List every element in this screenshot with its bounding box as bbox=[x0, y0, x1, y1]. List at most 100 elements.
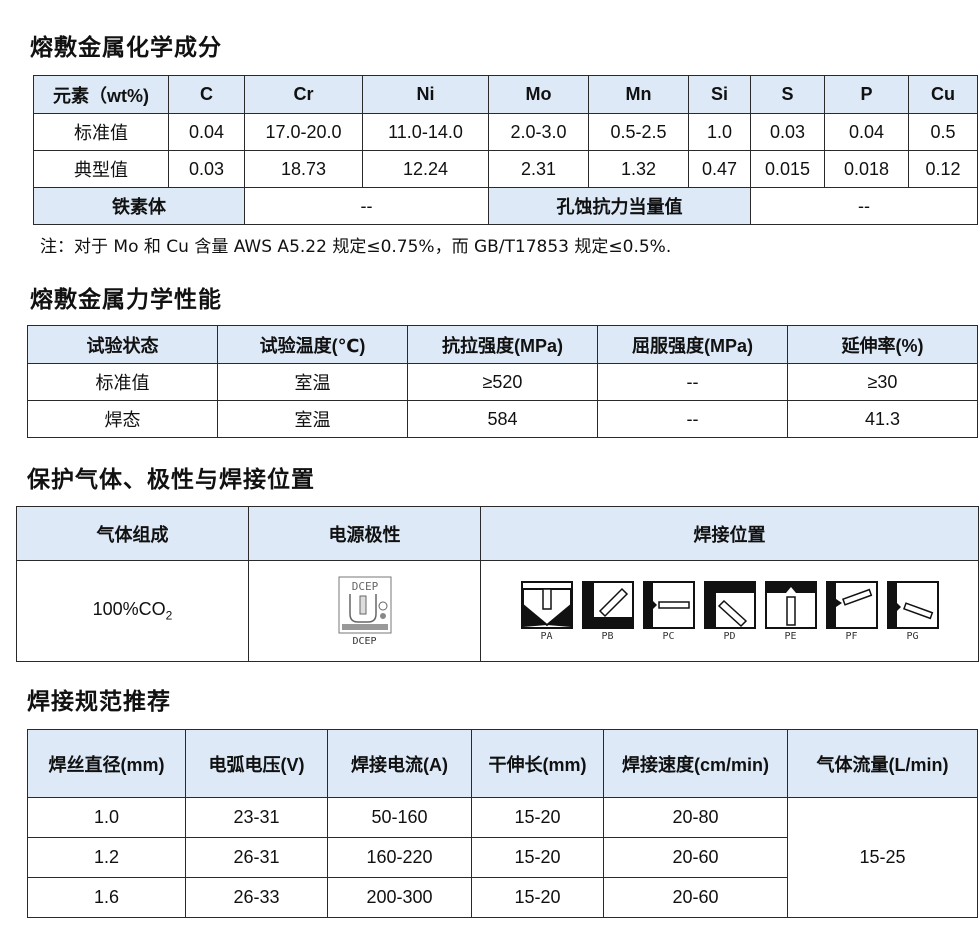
table-cell: 15-20 bbox=[471, 877, 604, 918]
position-pa-icon bbox=[520, 580, 573, 629]
table-cell: 15-20 bbox=[471, 797, 604, 838]
table-cell: 20-60 bbox=[603, 837, 788, 878]
composition-header-row: 元素（wt%) C Cr Ni Mo Mn Si S P Cu bbox=[33, 75, 978, 114]
position-pc-icon bbox=[642, 580, 695, 629]
table-cell: 0.47 bbox=[688, 150, 751, 188]
table-cell: 0.03 bbox=[750, 113, 825, 151]
table-cell: 50-160 bbox=[327, 797, 472, 838]
header-wire-diameter: 焊丝直径(mm) bbox=[27, 729, 186, 798]
table-cell: 0.12 bbox=[908, 150, 978, 188]
header-element: 元素（wt%) bbox=[33, 75, 169, 114]
table-cell: 1.6 bbox=[27, 877, 186, 918]
composition-title: 熔敷金属化学成分 bbox=[30, 35, 222, 61]
mechanical-table: 试验状态 试验温度(℃) 抗拉强度(MPa) 屈服强度(MPa) 延伸率(%) … bbox=[27, 325, 978, 438]
table-cell: 15-20 bbox=[471, 837, 604, 878]
header-cu: Cu bbox=[908, 75, 978, 114]
gas-flow-value: 15-25 bbox=[787, 797, 978, 918]
table-cell: 160-220 bbox=[327, 837, 472, 878]
position-pd-label: PD bbox=[723, 630, 736, 642]
table-cell: 0.015 bbox=[750, 150, 825, 188]
polarity-box: DCEP DCEP bbox=[251, 576, 478, 647]
table-cell: 0.04 bbox=[824, 113, 909, 151]
table-cell: 1.0 bbox=[688, 113, 751, 151]
position-pf: PF bbox=[825, 580, 878, 642]
header-positions: 焊接位置 bbox=[480, 506, 979, 561]
table-cell: 200-300 bbox=[327, 877, 472, 918]
positions-row: PA PB bbox=[483, 580, 976, 642]
table-cell: -- bbox=[597, 363, 788, 401]
header-stickout: 干伸长(mm) bbox=[471, 729, 604, 798]
table-cell: 0.03 bbox=[168, 150, 245, 188]
header-mn: Mn bbox=[588, 75, 689, 114]
gas-header-row: 气体组成 电源极性 焊接位置 bbox=[16, 506, 979, 561]
params-title: 焊接规范推荐 bbox=[27, 689, 171, 715]
gas-table: 气体组成 电源极性 焊接位置 100%CO2 DCEP DCEP bbox=[16, 506, 979, 662]
table-cell: 1.0 bbox=[27, 797, 186, 838]
position-pg: PG bbox=[886, 580, 939, 642]
row-label: 焊态 bbox=[27, 400, 218, 438]
gas-title: 保护气体、极性与焊接位置 bbox=[27, 467, 315, 493]
position-pd-icon bbox=[703, 580, 756, 629]
position-pf-label: PF bbox=[845, 630, 858, 642]
header-p: P bbox=[824, 75, 909, 114]
position-pe-label: PE bbox=[784, 630, 797, 642]
table-cell: 室温 bbox=[217, 363, 408, 401]
table-row: 1.6 26-33 200-300 15-20 20-60 bbox=[27, 877, 978, 918]
table-row: 1.2 26-31 160-220 15-20 20-60 bbox=[27, 837, 978, 878]
position-pb: PB bbox=[581, 580, 634, 642]
position-pe-icon bbox=[764, 580, 817, 629]
polarity-cell: DCEP DCEP bbox=[248, 560, 481, 662]
table-cell: 1.32 bbox=[588, 150, 689, 188]
position-pf-icon bbox=[825, 580, 878, 629]
table-row: 1.0 23-31 50-160 15-20 20-80 15-25 bbox=[27, 797, 978, 918]
position-pb-icon bbox=[581, 580, 634, 629]
table-row: 100%CO2 DCEP DCEP bbox=[16, 560, 979, 662]
table-cell: 0.5 bbox=[908, 113, 978, 151]
header-mo: Mo bbox=[488, 75, 589, 114]
table-cell: 11.0-14.0 bbox=[362, 113, 489, 151]
header-gas-flow: 气体流量(L/min) bbox=[787, 729, 978, 798]
params-table: 焊丝直径(mm) 电弧电压(V) 焊接电流(A) 干伸长(mm) 焊接速度(cm… bbox=[27, 729, 978, 918]
ferrite-label: 铁素体 bbox=[33, 187, 245, 225]
header-cr: Cr bbox=[244, 75, 363, 114]
position-pb-label: PB bbox=[601, 630, 614, 642]
header-c: C bbox=[168, 75, 245, 114]
header-test-state: 试验状态 bbox=[27, 325, 218, 364]
position-pg-label: PG bbox=[906, 630, 919, 642]
ferrite-value: -- bbox=[244, 187, 489, 225]
table-cell: 17.0-20.0 bbox=[244, 113, 363, 151]
gas-subscript: 2 bbox=[165, 608, 173, 623]
table-cell: 1.2 bbox=[27, 837, 186, 878]
table-cell: 2.31 bbox=[488, 150, 589, 188]
table-cell: 26-33 bbox=[185, 877, 328, 918]
polarity-label: DCEP bbox=[352, 635, 377, 647]
table-row: 焊态 室温 584 -- 41.3 bbox=[27, 400, 978, 438]
header-si: Si bbox=[688, 75, 751, 114]
dcep-icon-text: DCEP bbox=[351, 580, 378, 593]
row-label: 典型值 bbox=[33, 150, 169, 188]
header-current: 焊接电流(A) bbox=[327, 729, 472, 798]
position-pe: PE bbox=[764, 580, 817, 642]
table-cell: 0.5-2.5 bbox=[588, 113, 689, 151]
position-pc: PC bbox=[642, 580, 695, 642]
table-cell: 20-60 bbox=[603, 877, 788, 918]
table-cell: 0.018 bbox=[824, 150, 909, 188]
header-test-temp: 试验温度(℃) bbox=[217, 325, 408, 364]
table-cell: -- bbox=[597, 400, 788, 438]
header-gas-composition: 气体组成 bbox=[16, 506, 249, 561]
header-s: S bbox=[750, 75, 825, 114]
header-speed: 焊接速度(cm/min) bbox=[603, 729, 788, 798]
params-header-row: 焊丝直径(mm) 电弧电压(V) 焊接电流(A) 干伸长(mm) 焊接速度(cm… bbox=[27, 729, 978, 798]
header-ni: Ni bbox=[362, 75, 489, 114]
mechanical-header-row: 试验状态 试验温度(℃) 抗拉强度(MPa) 屈服强度(MPa) 延伸率(%) bbox=[27, 325, 978, 364]
table-cell: ≥30 bbox=[787, 363, 978, 401]
table-cell: 12.24 bbox=[362, 150, 489, 188]
header-polarity: 电源极性 bbox=[248, 506, 481, 561]
table-row: 铁素体 -- 孔蚀抗力当量值 -- bbox=[33, 187, 978, 225]
composition-table: 元素（wt%) C Cr Ni Mo Mn Si S P Cu 标准值 0.04… bbox=[33, 75, 978, 225]
header-arc-voltage: 电弧电压(V) bbox=[185, 729, 328, 798]
row-label: 标准值 bbox=[27, 363, 218, 401]
position-pc-label: PC bbox=[662, 630, 675, 642]
table-cell: 20-80 bbox=[603, 797, 788, 838]
position-pa-label: PA bbox=[540, 630, 553, 642]
